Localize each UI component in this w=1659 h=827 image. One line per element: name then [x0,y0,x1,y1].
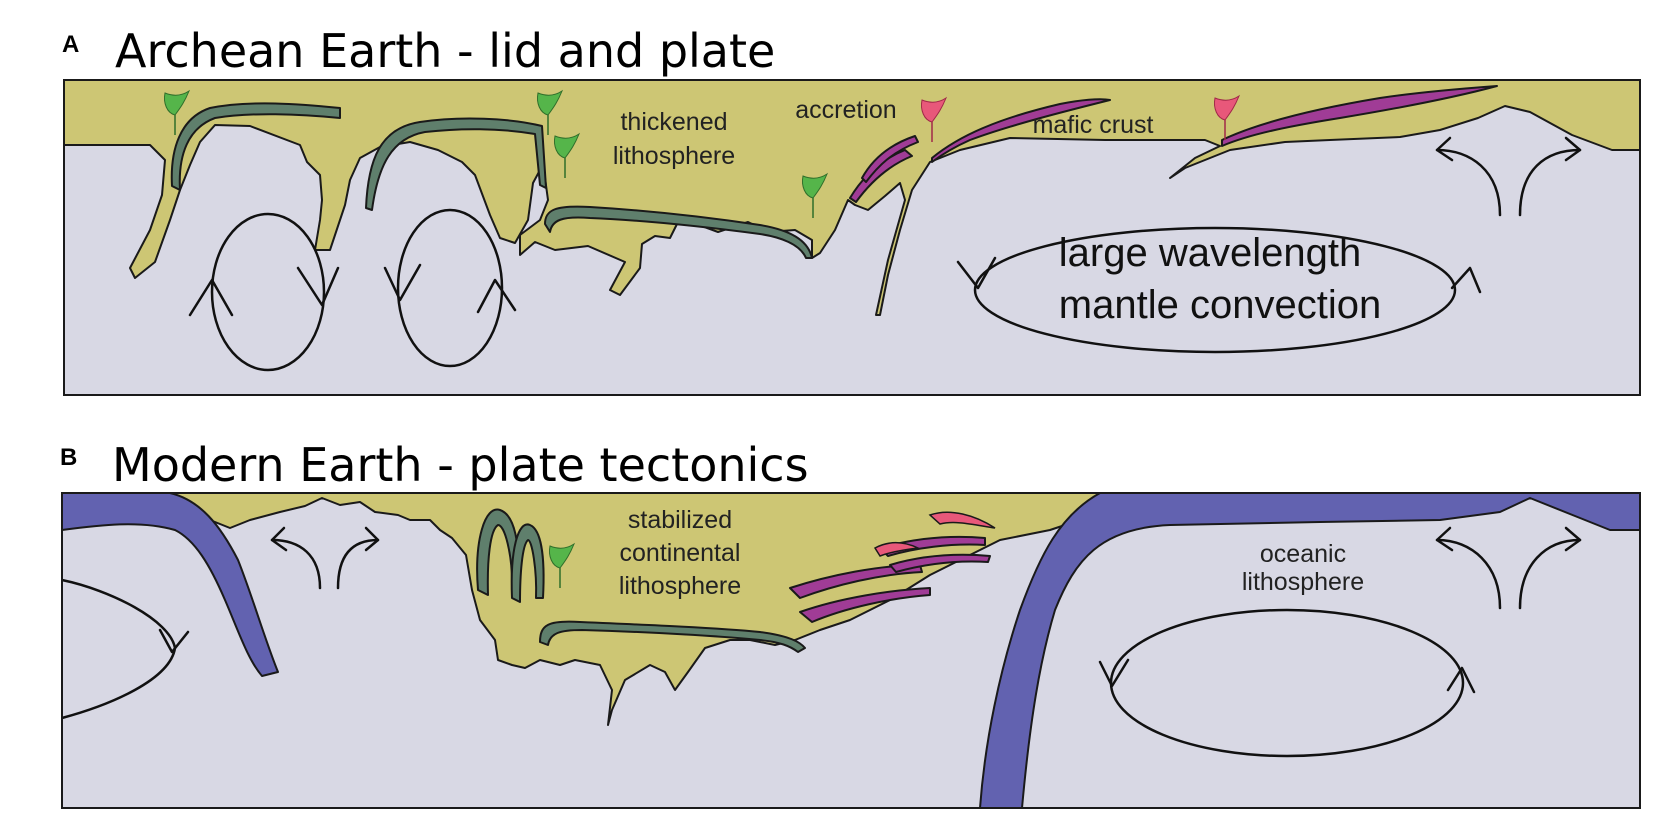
panel-a-frame [63,79,1641,396]
panel-b-mafic-layer-1 [789,564,923,599]
arrow-head-icon [1564,526,1582,552]
arrow-head-icon [956,256,997,290]
panel-a-letter: A [62,31,79,58]
label-mantle-convection: mantle convection [1059,283,1381,327]
panel-b-keel-3 [539,620,806,653]
curved-arrow-icon [1518,148,1582,217]
panel-b-slab-right [979,492,1641,809]
panel-b-frame [61,492,1641,809]
convection-cell-large [973,226,1457,354]
panel-a-keel-1 [170,102,341,191]
arrow-head-icon [1435,526,1454,552]
panel-b-mafic-layer-3 [879,535,986,557]
panel-b-letter: B [60,444,77,471]
label-lithosphere: lithosphere [613,142,735,170]
label-mafic-crust: mafic crust [1033,111,1154,139]
arrow-head-icon [270,526,288,552]
panel-a-keel-3 [544,205,813,259]
panel-b-title: Modern Earth - plate tectonics [112,438,809,492]
panel-b-continental-lithosphere [169,492,1101,726]
panel-b-mafic-layer-2 [799,587,931,623]
curved-arrow-icon [336,538,380,590]
panel-b-mafic-layer-4 [889,553,991,573]
arrow-head-icon [1564,136,1582,162]
label-thickened: thickened [620,108,727,136]
panel-a-title: Archean Earth - lid and plate [115,24,775,78]
arrow-head-icon [1450,266,1482,294]
arrow-head-icon [383,263,422,302]
label-lithosphere-b: lithosphere [619,572,741,600]
label-accretion: accretion [795,96,896,124]
panel-a-mafic-streak-2 [1221,85,1498,147]
panel-b-pink-layer [928,511,996,529]
arrow-head-icon [296,266,340,307]
panel-a-mafic-streak-1 [931,98,1111,163]
panel-a: A Archean Earth - lid and plate [62,24,1641,396]
curved-arrow-icon [1435,538,1502,610]
arrow-head-icon [1446,666,1476,694]
panel-b: B Modern Earth - plate tectonics [60,438,1641,809]
arrow-head-icon [1435,136,1454,162]
label-large-wavelength: large wavelength [1059,231,1361,275]
convection-cell-2 [396,208,504,368]
arrow-head-icon [188,278,234,317]
curved-arrow-icon [1435,148,1502,217]
label-continental: continental [620,539,741,567]
panel-b-slab-left [61,492,279,677]
panel-a-keel-2 [365,117,547,211]
label-oceanic-lithosphere: lithosphere [1242,568,1364,596]
arrow-head-icon [476,278,517,314]
arrow-head-icon [364,526,380,552]
label-stabilized: stabilized [628,506,732,534]
arrow-head-icon [158,628,190,654]
panel-b-pink-layer [873,542,921,557]
panel-a-mafic-accretion-2 [861,135,919,183]
panel-b-keel-2 [510,523,545,603]
arrow-head-icon [1098,658,1130,688]
curved-arrow-icon [270,538,322,590]
label-oceanic: oceanic [1260,540,1346,568]
convection-cell-1 [210,212,326,372]
curved-arrow-icon [1518,538,1582,610]
